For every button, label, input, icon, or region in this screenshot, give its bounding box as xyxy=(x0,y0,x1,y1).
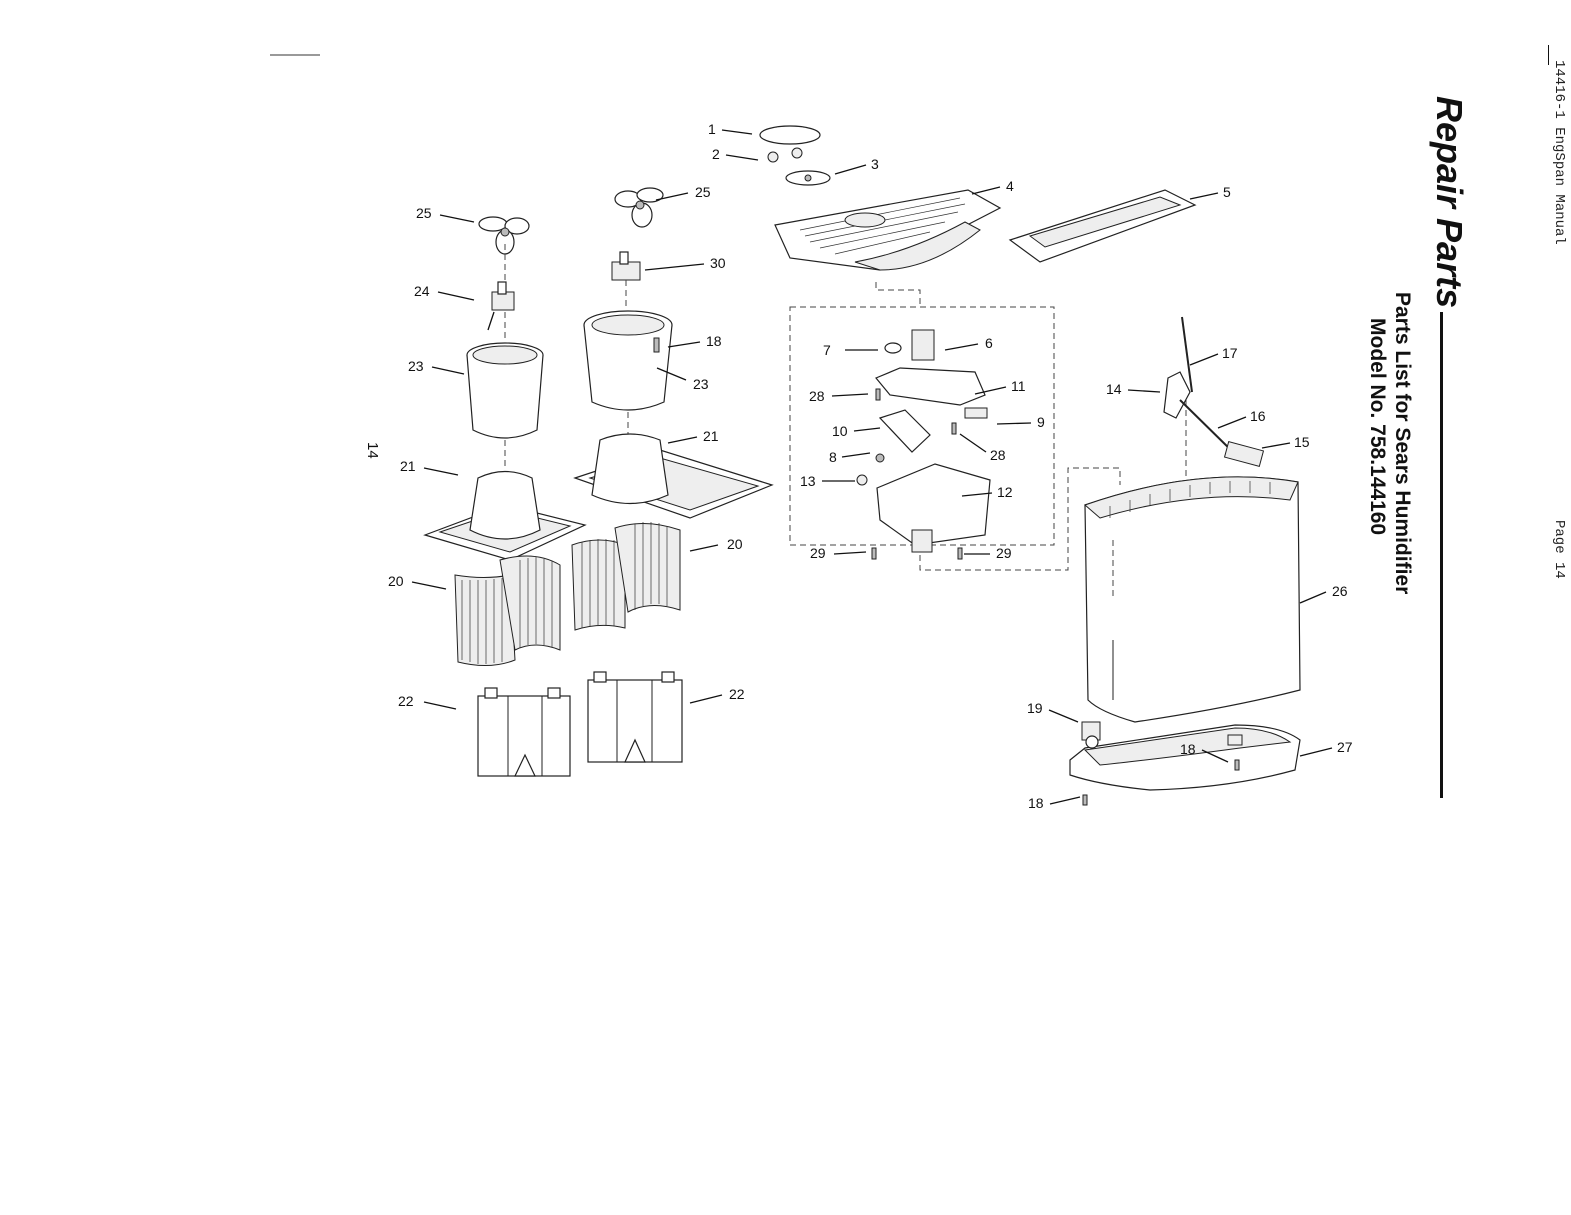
callout-25-b: 25 xyxy=(416,205,432,221)
callout-20-b: 20 xyxy=(388,573,404,589)
callout-19: 19 xyxy=(1027,700,1043,716)
callout-10: 10 xyxy=(832,423,848,439)
callout-29-b: 29 xyxy=(996,545,1012,561)
callout-12: 12 xyxy=(997,484,1013,500)
callout-30: 30 xyxy=(710,255,726,271)
callout-1: 1 xyxy=(708,121,716,137)
callout-18-c: 18 xyxy=(1028,795,1044,811)
callout-17: 17 xyxy=(1222,345,1238,361)
model-number: Model No. 758.144160 xyxy=(1365,318,1389,535)
header-edge-rule xyxy=(1548,45,1549,65)
callout-18: 18 xyxy=(706,333,722,349)
page-title: Repair Parts xyxy=(1428,96,1470,308)
callout-28-b: 28 xyxy=(990,447,1006,463)
callout-23: 23 xyxy=(693,376,709,392)
right-fan-assembly xyxy=(572,188,772,762)
callout-20: 20 xyxy=(727,536,743,552)
callout-14: 14 xyxy=(1106,381,1122,397)
callout-4: 4 xyxy=(1006,178,1014,194)
callout-27: 27 xyxy=(1337,739,1353,755)
callout-7: 7 xyxy=(823,342,831,358)
callout-3: 3 xyxy=(871,156,879,172)
callout-8: 8 xyxy=(829,449,837,465)
callout-22-b: 22 xyxy=(398,693,414,709)
callout-9: 9 xyxy=(1037,414,1045,430)
control-internals xyxy=(857,330,990,559)
title-rule xyxy=(1440,312,1443,798)
callout-13: 13 xyxy=(800,473,816,489)
file-header-page: Page 14 xyxy=(1551,520,1567,579)
callout-6: 6 xyxy=(985,335,993,351)
tank-assembly xyxy=(1070,317,1300,805)
left-fan-assembly xyxy=(425,217,585,776)
lid-assembly xyxy=(760,126,1195,270)
callout-16: 16 xyxy=(1250,408,1266,424)
page-number: 14 xyxy=(364,442,381,459)
callout-23-b: 23 xyxy=(408,358,424,374)
callout-5: 5 xyxy=(1223,184,1231,200)
callout-15: 15 xyxy=(1294,434,1310,450)
callout-18-b: 18 xyxy=(1180,741,1196,757)
callout-11: 11 xyxy=(1011,378,1026,394)
file-header-label: 14416-1 EngSpan Manual xyxy=(1551,60,1567,245)
callout-26: 26 xyxy=(1332,583,1348,599)
callout-24: 24 xyxy=(414,283,430,299)
callout-28: 28 xyxy=(809,388,825,404)
callout-25: 25 xyxy=(695,184,711,200)
callout-29: 29 xyxy=(810,545,826,561)
callout-21-b: 21 xyxy=(400,458,416,474)
parts-list-subtitle: Parts List for Sears Humidifier xyxy=(1390,292,1414,594)
callout-21: 21 xyxy=(703,428,719,444)
callout-22: 22 xyxy=(729,686,745,702)
callout-2: 2 xyxy=(712,146,720,162)
